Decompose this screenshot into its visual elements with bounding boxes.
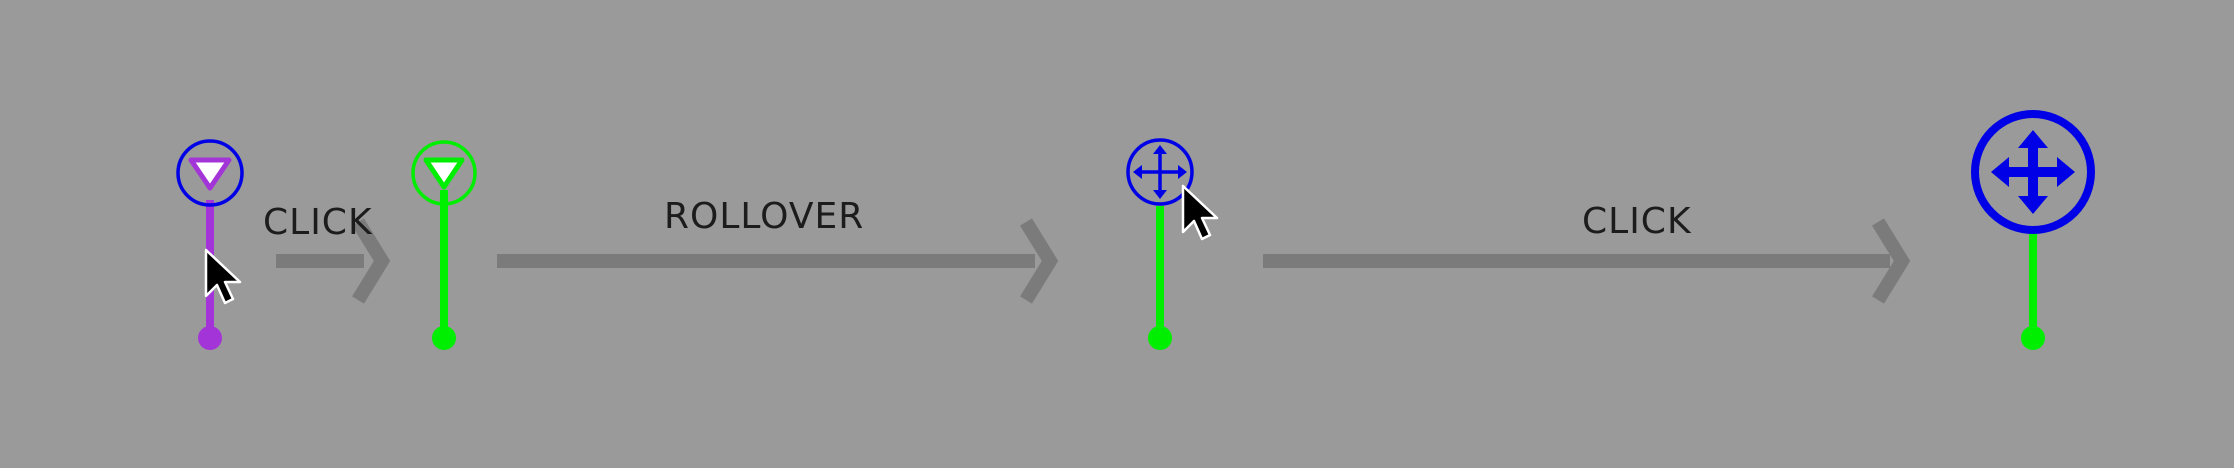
transition-arrow-3 (1263, 218, 1911, 304)
transition-arrow-1 (276, 218, 391, 304)
state-default-marker (176, 139, 244, 350)
triangle-marker-icon (188, 157, 232, 191)
state-hover-marker (1126, 138, 1219, 350)
state-active-marker (1971, 110, 2095, 350)
move-arrows-icon (1991, 130, 2075, 214)
move-arrows-icon (1131, 143, 1189, 201)
transition-arrow-2 (497, 218, 1059, 304)
state-selected-marker (411, 140, 477, 350)
step-label-click-1: CLICK (263, 202, 373, 243)
triangle-marker-icon (423, 157, 465, 190)
step-label-rollover: ROLLOVER (664, 196, 865, 237)
mouse-cursor-icon (1181, 184, 1219, 241)
step-label-click-2: CLICK (1582, 201, 1692, 242)
